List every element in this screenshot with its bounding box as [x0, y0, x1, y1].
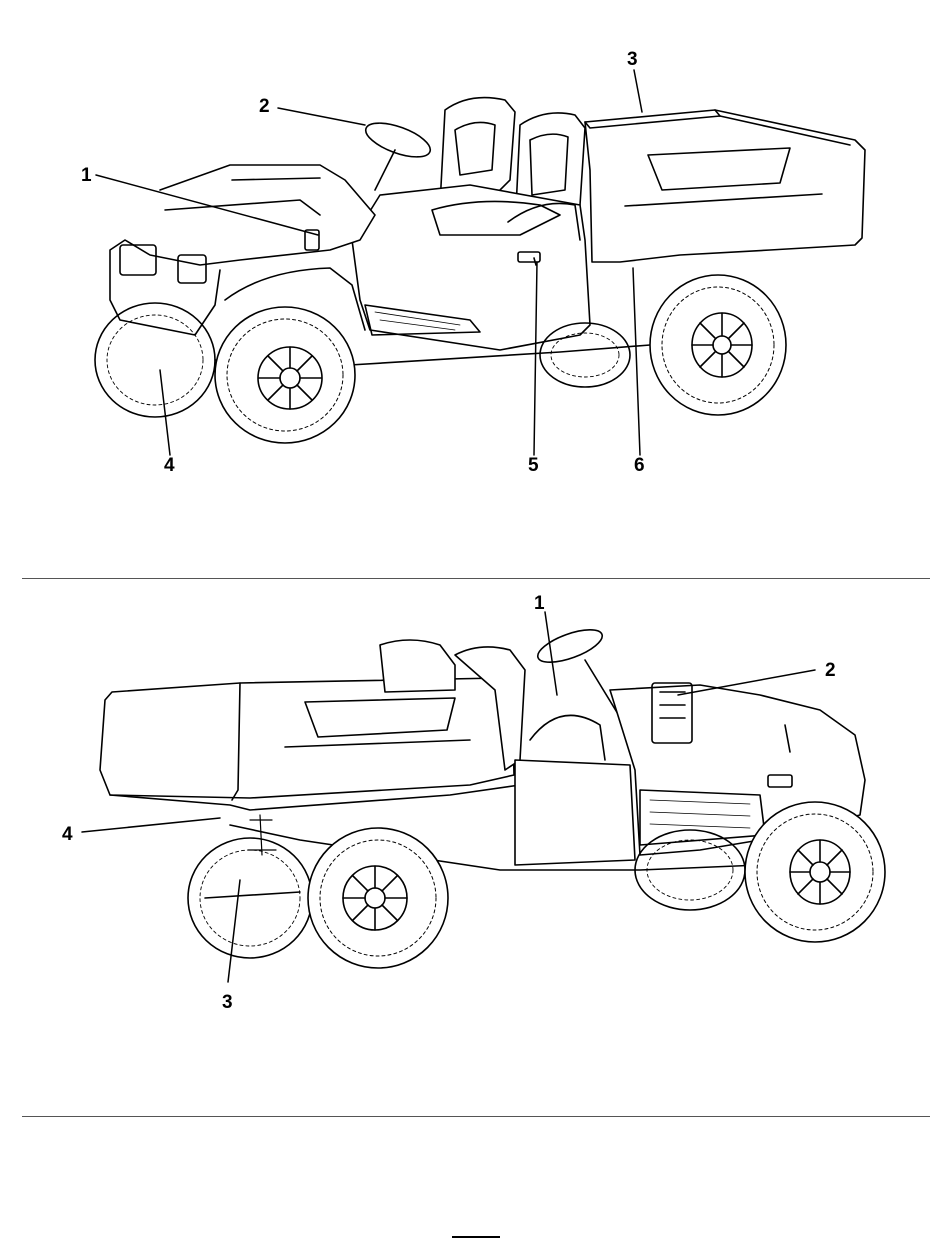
callout-1: 1 — [81, 166, 92, 185]
figure-top-vehicle-front-view: 1 2 3 4 5 6 — [0, 0, 950, 575]
front-right-wheel — [745, 802, 885, 942]
vehicle-rear-illustration — [0, 580, 950, 1110]
rear-left-wheel — [540, 323, 630, 387]
callout-3: 3 — [627, 50, 638, 69]
rear-right-wheel — [308, 828, 448, 968]
front-right-wheel — [215, 307, 355, 443]
callout-6: 6 — [634, 456, 645, 475]
page-footer-mark — [452, 1236, 500, 1238]
rear-right-wheel — [650, 275, 786, 415]
vehicle-front-illustration — [0, 0, 950, 575]
callout-3: 3 — [222, 993, 233, 1012]
divider-rule — [22, 1116, 930, 1117]
callout-2: 2 — [259, 97, 270, 116]
figure-bottom-vehicle-rear-view: 1 2 3 4 — [0, 580, 950, 1110]
callout-5: 5 — [528, 456, 539, 475]
divider-rule — [22, 578, 930, 579]
callout-4: 4 — [164, 456, 175, 475]
callout-1: 1 — [534, 594, 545, 613]
callout-2: 2 — [825, 661, 836, 680]
callout-4: 4 — [62, 825, 73, 844]
